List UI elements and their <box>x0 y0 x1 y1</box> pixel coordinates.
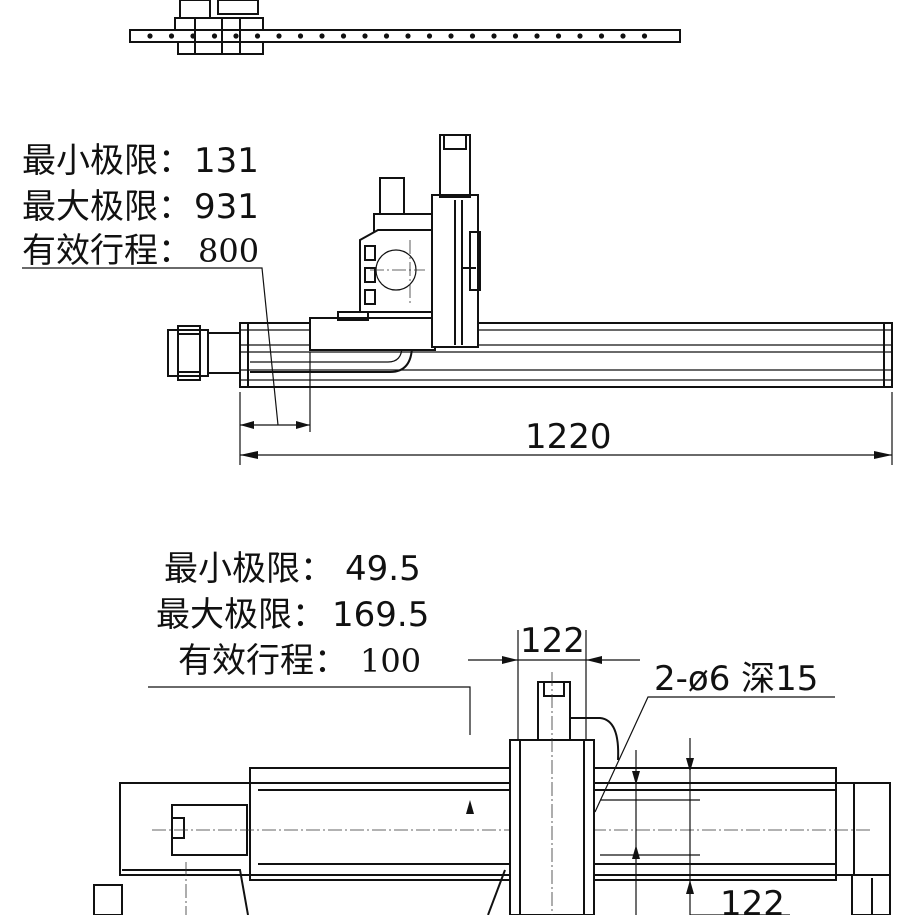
side-min-label: 最小极限： <box>22 141 192 181</box>
x-axis-rail <box>239 322 893 388</box>
dim-122-top <box>468 630 640 745</box>
end-max-label: 最大极限： <box>156 595 326 635</box>
rail-hole <box>577 33 583 39</box>
rail-hole <box>641 33 648 39</box>
hole-leader <box>594 696 835 813</box>
dim-122-bottom-label: 122 <box>720 884 785 915</box>
x-axis-motor <box>167 325 241 381</box>
rail-hole <box>233 33 239 39</box>
rail-hole <box>405 33 411 39</box>
y-axis-motor-block <box>359 177 433 313</box>
rail-hole <box>448 33 454 39</box>
top-rail <box>129 29 681 43</box>
dim-vertical-right <box>600 738 700 915</box>
rail-hole <box>598 33 605 39</box>
rail-hole <box>620 33 626 39</box>
rail-hole <box>534 33 540 39</box>
z-axis-module <box>431 134 481 348</box>
top-carriage <box>174 0 264 55</box>
rail-hole <box>276 33 282 39</box>
hole-callout: 2-ø6 深15 <box>654 659 818 699</box>
side-min-value: 131 <box>194 141 259 181</box>
rail-hole <box>426 33 433 39</box>
rail-hole <box>211 33 218 39</box>
end-leader-line <box>148 686 471 735</box>
dim-1220 <box>239 392 893 465</box>
end-bracket <box>93 862 891 915</box>
rail-hole <box>297 33 304 39</box>
end-view: 最小极限： 49.5 最大极限： 169.5 有效行程： 100 122 2-ø… <box>93 549 891 915</box>
top-view <box>129 0 681 55</box>
rail-hole <box>254 33 261 39</box>
z-column <box>509 672 620 915</box>
rail-hole <box>168 33 175 39</box>
side-stroke-value: 800 <box>198 232 259 270</box>
rail-hole <box>512 33 519 39</box>
end-stroke-label: 有效行程： <box>178 641 348 681</box>
top-rail-holes <box>147 33 648 39</box>
end-max-value: 169.5 <box>332 595 429 635</box>
side-max-value: 931 <box>194 187 259 227</box>
dim-left-arrow <box>466 800 474 814</box>
rail-hole <box>340 33 347 39</box>
rail-hole <box>319 33 325 39</box>
end-stroke-value: 100 <box>360 642 421 680</box>
rail-hole <box>491 33 497 39</box>
side-view: 最小极限： 131 最大极限： 931 有效行程： 800 <box>22 134 893 465</box>
dim-1220-label: 1220 <box>525 417 612 457</box>
dim-min-stroke <box>240 352 311 432</box>
end-min-value: 49.5 <box>345 549 421 589</box>
x-carriage <box>309 317 436 351</box>
dim-122-top-label: 122 <box>520 621 585 661</box>
rail-hole <box>469 33 476 39</box>
side-stroke-label: 有效行程： <box>22 231 192 271</box>
rail-hole <box>362 33 368 39</box>
rail-hole <box>147 33 153 39</box>
side-max-label: 最大极限： <box>22 187 192 227</box>
end-min-label: 最小极限： <box>164 549 334 589</box>
rail-hole <box>383 33 390 39</box>
rail-hole <box>555 33 562 39</box>
end-frame <box>119 767 891 881</box>
